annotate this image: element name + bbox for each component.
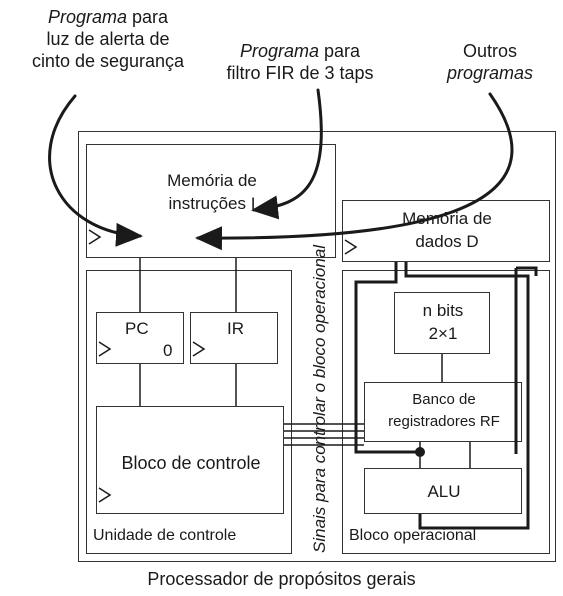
ir-clock-icon	[192, 341, 206, 357]
control-unit-label: Unidade de controle	[93, 527, 237, 544]
program-fir-label: Programa para filtro FIR de 3 taps	[226, 41, 374, 83]
data-memory-label: Memória de dados D	[402, 209, 492, 251]
pc-value: 0	[163, 341, 173, 360]
pc-clock-icon	[98, 341, 112, 357]
program-others-arrow	[195, 92, 514, 251]
dmem-clock-icon	[344, 239, 358, 255]
register-file-label: Banco de registradores RF	[388, 391, 500, 430]
alu-label: ALU	[427, 482, 461, 501]
dmem-bus-right	[404, 262, 530, 530]
pc-register: PC 0	[96, 312, 184, 364]
alu: ALU	[364, 468, 522, 514]
rf-to-dmem-bus	[516, 266, 538, 276]
datapath-label: Bloco operacional	[349, 527, 477, 544]
pc-label: PC	[125, 319, 149, 338]
ir-register: IR	[190, 312, 278, 364]
program-seatbelt-label: Programa para luz de alerta de cinto de …	[31, 7, 185, 71]
ir-label: IR	[227, 319, 244, 338]
program-others-label: Outros programas	[446, 41, 534, 83]
data-memory: Memória de dados D	[342, 200, 550, 262]
control-block: Bloco de controle	[96, 406, 284, 514]
program-fir-arrow	[251, 88, 323, 220]
junction-dot	[415, 447, 425, 457]
control-signals-label: Sinais para controlar o bloco operaciona…	[310, 244, 329, 553]
instruction-memory-label: Memória de instruções I	[167, 171, 257, 213]
register-file: Banco de registradores RF	[364, 382, 522, 442]
imem-clock-icon	[88, 229, 102, 245]
dmem-bus-left	[354, 262, 420, 454]
mux-label: n bits 2×1	[422, 301, 464, 343]
control-block-label: Bloco de controle	[121, 453, 261, 473]
control-clock-icon	[98, 487, 112, 503]
processor-label: Processador de propósitos gerais	[147, 569, 416, 589]
program-seatbelt-arrow	[48, 94, 143, 247]
mux-2x1: n bits 2×1	[394, 292, 490, 354]
